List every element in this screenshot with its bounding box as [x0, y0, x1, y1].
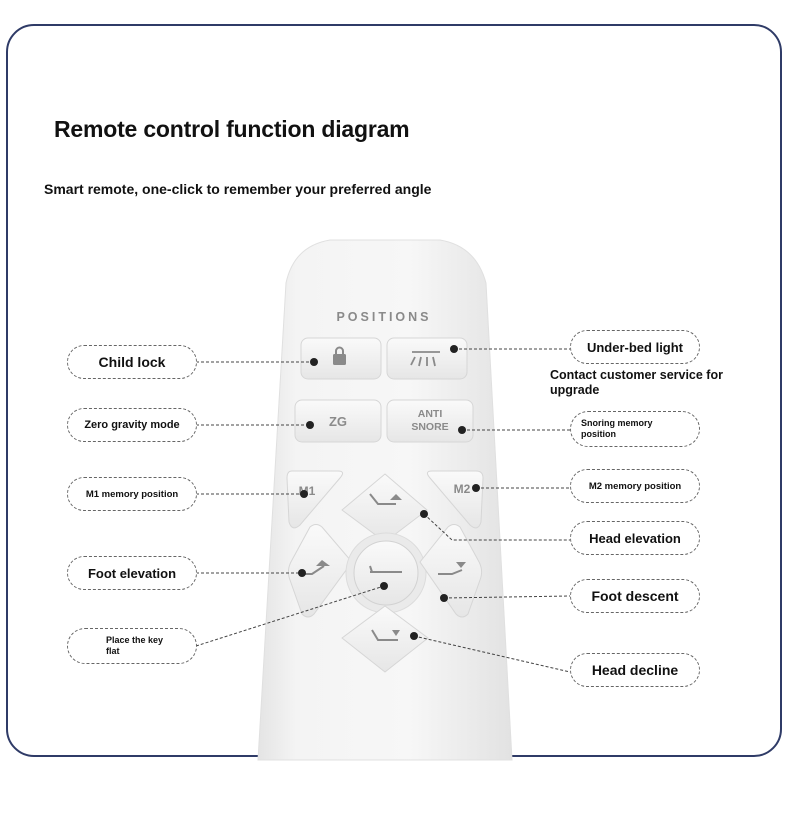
- bed-head-down-icon: [371, 629, 400, 641]
- callout-m1-memory-text: M1 memory position: [85, 488, 179, 500]
- callout-snoring-memory: Snoring memory position: [570, 411, 700, 447]
- callout-m2-memory: M2 memory position: [570, 469, 700, 503]
- place-flat-line2: flat: [106, 646, 120, 656]
- bed-foot-down-icon: [438, 562, 466, 575]
- callout-zero-gravity: Zero gravity mode: [67, 408, 197, 442]
- page-title: Remote control function diagram: [54, 116, 410, 142]
- callout-head-elevation-text: Head elevation: [589, 530, 681, 546]
- m2-label: M2: [454, 482, 471, 496]
- snore-label: SNORE: [411, 421, 448, 433]
- bed-head-up-icon: [369, 493, 402, 505]
- snoring-line1: Snoring memory: [581, 418, 653, 428]
- anti-snore-button[interactable]: ANTI SNORE: [386, 399, 474, 443]
- head-decline-button[interactable]: [341, 605, 429, 673]
- zero-gravity-button[interactable]: ZG: [294, 399, 382, 443]
- snoring-line2: position: [581, 429, 616, 439]
- callout-place-flat-text: Place the key flat: [106, 635, 163, 657]
- foot-elevation-button[interactable]: [287, 524, 353, 618]
- place-flat-button[interactable]: [345, 532, 427, 614]
- callout-zero-gravity-text: Zero gravity mode: [84, 419, 180, 431]
- callout-foot-descent: Foot descent: [570, 579, 700, 613]
- page-subtitle: Smart remote, one-click to remember your…: [44, 181, 432, 197]
- leader-lines: [195, 348, 571, 673]
- callout-place-flat: Place the key flat: [67, 628, 197, 664]
- callout-head-decline: Head decline: [570, 653, 700, 687]
- m2-button[interactable]: M2: [426, 470, 484, 529]
- callout-foot-descent-text: Foot descent: [591, 588, 679, 604]
- place-flat-line1: Place the key: [106, 635, 164, 645]
- callout-child-lock: Child lock: [67, 345, 197, 379]
- foot-descent-button[interactable]: [419, 524, 483, 618]
- callout-head-decline-text: Head decline: [591, 662, 679, 678]
- callout-snoring-memory-text: Snoring memory position: [581, 418, 653, 440]
- child-lock-button[interactable]: [300, 337, 382, 380]
- callout-foot-elevation: Foot elevation: [67, 556, 197, 590]
- contact-note: Contact customer service for upgrade: [550, 368, 723, 397]
- bed-flat-icon: [369, 565, 402, 573]
- light-icon: [410, 351, 440, 367]
- callout-under-bed-light-text: Under-bed light: [586, 339, 684, 355]
- callout-under-bed-light: Under-bed light: [570, 330, 700, 364]
- callout-m1-memory: M1 memory position: [67, 477, 197, 511]
- callout-foot-elevation-text: Foot elevation: [87, 565, 177, 581]
- m1-button[interactable]: M1: [286, 470, 344, 529]
- callout-head-elevation: Head elevation: [570, 521, 700, 555]
- lock-icon: [333, 346, 346, 365]
- anti-label: ANTI: [418, 408, 443, 420]
- leader-dots: [298, 345, 480, 640]
- zg-label: ZG: [329, 414, 347, 429]
- positions-header: POSITIONS: [336, 310, 431, 324]
- callout-m2-memory-text: M2 memory position: [588, 480, 682, 492]
- under-bed-light-button[interactable]: [386, 337, 468, 380]
- callout-child-lock-text: Child lock: [98, 354, 166, 370]
